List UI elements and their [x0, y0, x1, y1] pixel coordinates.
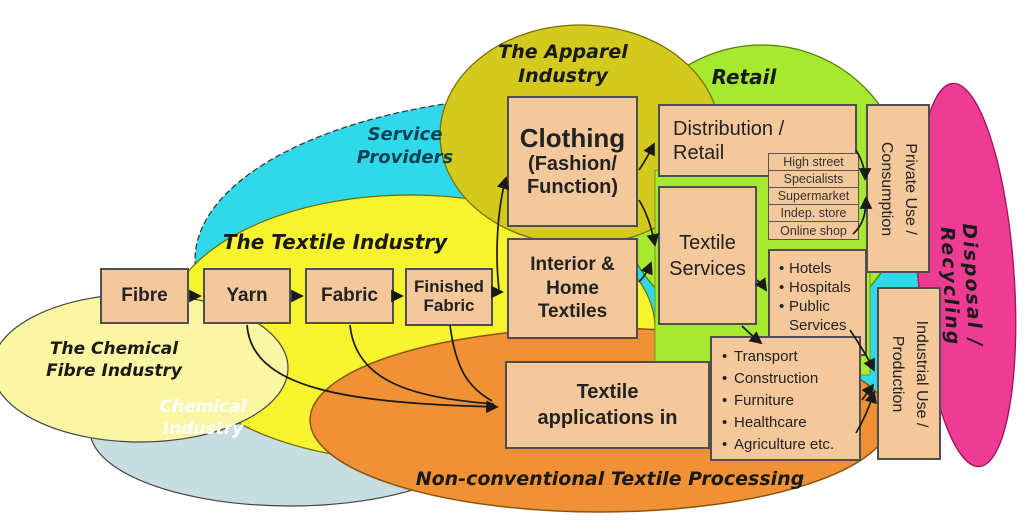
sector-item: Healthcare — [720, 412, 855, 434]
application-sectors-box: Transport Construction Furniture Healthc… — [710, 336, 861, 461]
clothing-title: Clothing — [519, 122, 626, 153]
channel-indep-store: Indep. store — [768, 204, 859, 222]
textile-services-box: Textile Services — [658, 186, 757, 325]
service-providers-label: Service Providers — [356, 124, 454, 168]
sector-item: Agriculture etc. — [720, 434, 855, 456]
sector-item: Furniture — [720, 390, 855, 412]
apparel-industry-label: The Apparel Industry — [498, 41, 628, 87]
channel-supermarket: Supermarket — [768, 187, 859, 205]
private-use-box: Private Use / Consumption — [866, 104, 930, 273]
client-item: Hotels — [778, 259, 861, 278]
sector-item: Transport — [720, 346, 855, 368]
interior-home-textiles-box: Interior & Home Textiles — [507, 238, 638, 339]
non-conventional-label: Non-conventional Textile Processing — [415, 468, 805, 490]
textile-industry-label: The Textile Industry — [222, 230, 448, 254]
client-item: Public Services — [778, 297, 861, 335]
textile-applications-box: Textile applications in — [505, 361, 710, 449]
finished-fabric-box: Finished Fabric — [405, 268, 493, 326]
channel-high-street: High street — [768, 153, 859, 171]
chemical-industry-label: Chemical Industry — [159, 397, 247, 440]
industrial-use-label: Industrial Use / Production — [889, 320, 930, 427]
yarn-box: Yarn — [203, 268, 291, 324]
client-item: Hospitals — [778, 278, 861, 297]
industrial-use-box: Industrial Use / Production — [877, 287, 941, 460]
chemical-fibre-label: The Chemical Fibre Industry — [46, 339, 182, 382]
sector-item: Construction — [720, 368, 855, 390]
retail-label: Retail — [711, 65, 777, 89]
channel-online-shop: Online shop — [768, 221, 859, 240]
disposal-ellipse — [915, 82, 1017, 468]
fabric-box: Fabric — [305, 268, 394, 324]
clothing-subtitle: (Fashion/ Function) — [526, 153, 619, 199]
clothing-box: Clothing (Fashion/ Function) — [507, 96, 638, 227]
private-use-label: Private Use / Consumption — [878, 141, 919, 236]
fibre-box: Fibre — [100, 268, 189, 324]
channel-specialists: Specialists — [768, 170, 859, 188]
